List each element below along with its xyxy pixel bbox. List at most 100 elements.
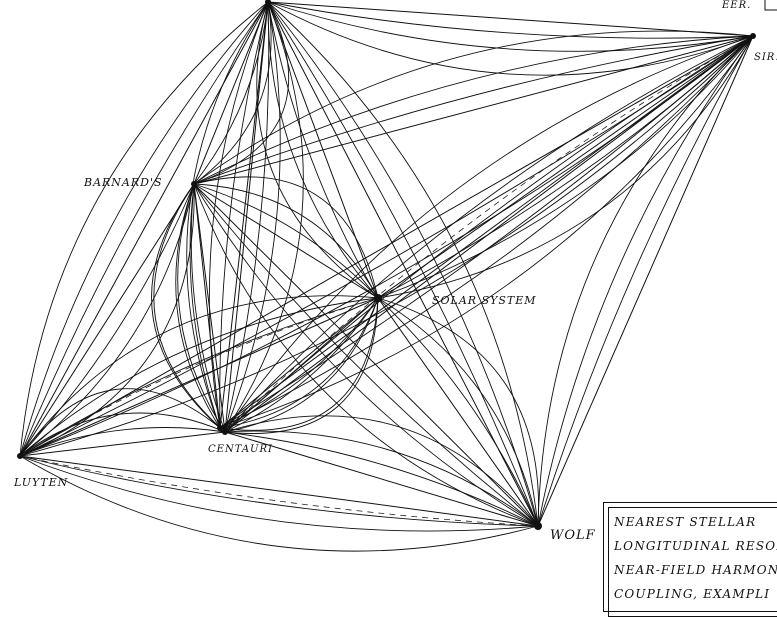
edge-barnards-wolf-arc-4 [193,183,539,527]
edge-barnards-wolf-arc-0 [193,183,539,527]
edge-solar-centauri-arc-3 [224,297,379,433]
edge-sirius-wolf-straight [537,35,754,527]
star-node-centauri [222,429,228,435]
edge-sirius-centauri-arc-4 [224,35,754,433]
edge-top-wolf-arc-3 [267,1,539,527]
edge-top-centauri-arc-1 [224,1,270,433]
edge-sirius-barnards-arc-0 [193,35,754,185]
edge-sirius-wolf-arc-0 [537,35,754,527]
edge-sirius-luyten-arc-5 [19,35,754,457]
edge-barnards-solar-arc-1 [193,183,379,299]
edge-centauri2-top-arc-1 [219,1,269,429]
edge-sirius-luyten-arc-1 [19,35,754,457]
edge-centauri2-top-straight [219,1,269,429]
edge-top-wolf-arc-5 [267,1,539,527]
legend-line-3: NEAR-FIELD HARMONI [614,563,777,577]
edge-sirius-luyten-arc-3 [19,35,754,457]
edge-solar-centauri-arc-5 [224,297,379,434]
edge-solar-wolf-arc-3 [377,297,539,527]
edge-luyten-wolf-straight [19,455,539,527]
label-luyten: LUYTEN [14,476,69,489]
edge-top-luyten-arc-0 [19,1,269,457]
star-node-top [265,0,271,5]
legend-line-4: COUPLING, EXAMPLI [614,587,771,601]
edge-sirius-solar-arc-3 [377,35,754,299]
label-barnards: BARNARD'S [84,176,163,189]
edge-top-sirius-arc-2 [267,1,754,52]
star-node-centauri2 [217,425,223,431]
edge-centauri-wolf-straight [224,431,539,527]
edge-sirius-barnards-arc-2 [193,35,754,185]
edge-barnards-centauri-arc-4 [153,183,226,433]
edge-sirius-luyten-straight [19,35,754,457]
edge-centauri2-top-arc-5 [186,1,269,429]
edge-top-luyten-straight [19,1,269,457]
edge-barnards-wolf-straight [193,183,539,527]
edge-centauri-luyten-arc-4 [19,388,226,457]
edge-top-luyten-arc-2 [19,1,269,457]
label-wolf: WOLF [550,528,596,543]
star-node-wolf [534,522,542,530]
edge-barnards-luyten-arc-5 [19,183,195,457]
edge-centauri-luyten-arc-2 [19,412,226,457]
edge-centauri-wolf-arc-3 [224,430,539,527]
edge-centauri-wolf-arc-1 [224,431,539,527]
legend-box: NEAREST STELLAR LONGITUDINAL RESONA NEAR… [603,502,777,617]
label-solar-system: SOLAR SYSTEM [432,294,537,307]
edge-top-sirius-arc-0 [267,1,754,39]
corner-tick [764,0,777,11]
edge-top-luyten-arc-4 [19,1,269,457]
edge-top-centauri-arc-3 [224,1,281,433]
edge-sirius-barnards-arc-4 [193,30,754,185]
legend-line-2: LONGITUDINAL RESONA [614,539,777,553]
edge-top-solar-arc-2 [267,1,379,299]
edge-centauri-wolf-arc-5 [224,415,539,527]
edge-sirius-solar-arc-5 [377,35,754,299]
edge-barnards-solar-arc-5 [193,176,379,299]
edge-sirius-wolf-arc-4 [537,35,754,527]
edge-centauri-luyten-straight [19,431,226,457]
dashed-luyten-wolf [19,455,539,527]
edge-centauri2-sirius-arc-2 [219,35,754,429]
edge-centauri2-barnards-arc-3 [175,183,221,429]
edge-top-sirius-arc-4 [267,1,754,76]
star-node-solar [374,294,382,302]
edge-barnards-solar-arc-3 [193,183,379,299]
edge-sirius-centauri-arc-2 [224,35,754,433]
edge-centauri2-solar-arc-4 [219,297,379,431]
edge-top-wolf-arc-1 [267,1,539,527]
edge-centauri2-sirius-straight [219,35,754,429]
edge-centauri2-solar-straight [219,297,379,429]
edge-top-centauri-arc-5 [224,1,304,433]
edge-solar-luyten-arc-4 [19,295,379,457]
edge-luyten-wolf-arc-4 [19,455,539,552]
edge-solar-luyten-arc-2 [19,297,379,457]
edge-solar-wolf-arc-1 [377,297,539,527]
edge-barnards-centauri-arc-0 [190,183,226,433]
label-sirius: SIR. [754,52,777,63]
edge-barnards-luyten-straight [19,183,195,457]
edge-solar-wolf-arc-5 [377,297,540,527]
star-node-barnards [191,181,197,187]
edge-top-barnards-arc-1 [193,1,269,185]
edge-centauri-luyten-arc-0 [19,427,226,457]
edge-sirius-solar-straight [377,35,754,299]
edge-top-barnards-arc-3 [193,1,272,185]
label-centauri: CENTAURI [208,444,273,455]
star-node-luyten [17,453,23,459]
edge-luyten-wolf-arc-2 [19,455,539,532]
edge-centauri2-barnards-arc-5 [151,183,221,429]
star-node-sirius [750,33,756,39]
edge-sirius-wolf-arc-2 [537,35,754,527]
dashed-centauri-sirius [224,35,754,433]
legend-line-1: NEAREST STELLAR [614,515,757,529]
edge-top-barnards-arc-5 [193,1,289,185]
edge-centauri2-sirius-arc-4 [219,35,754,429]
edge-sirius-barnards-straight [193,35,754,185]
edge-solar-centauri-arc-1 [224,297,379,433]
edge-centauri2-top-arc-3 [208,1,269,429]
edge-centauri2-barnards-straight [193,183,221,429]
edge-centauri2-solar-arc-0 [219,297,379,429]
edge-top-solar-arc-0 [267,1,379,299]
